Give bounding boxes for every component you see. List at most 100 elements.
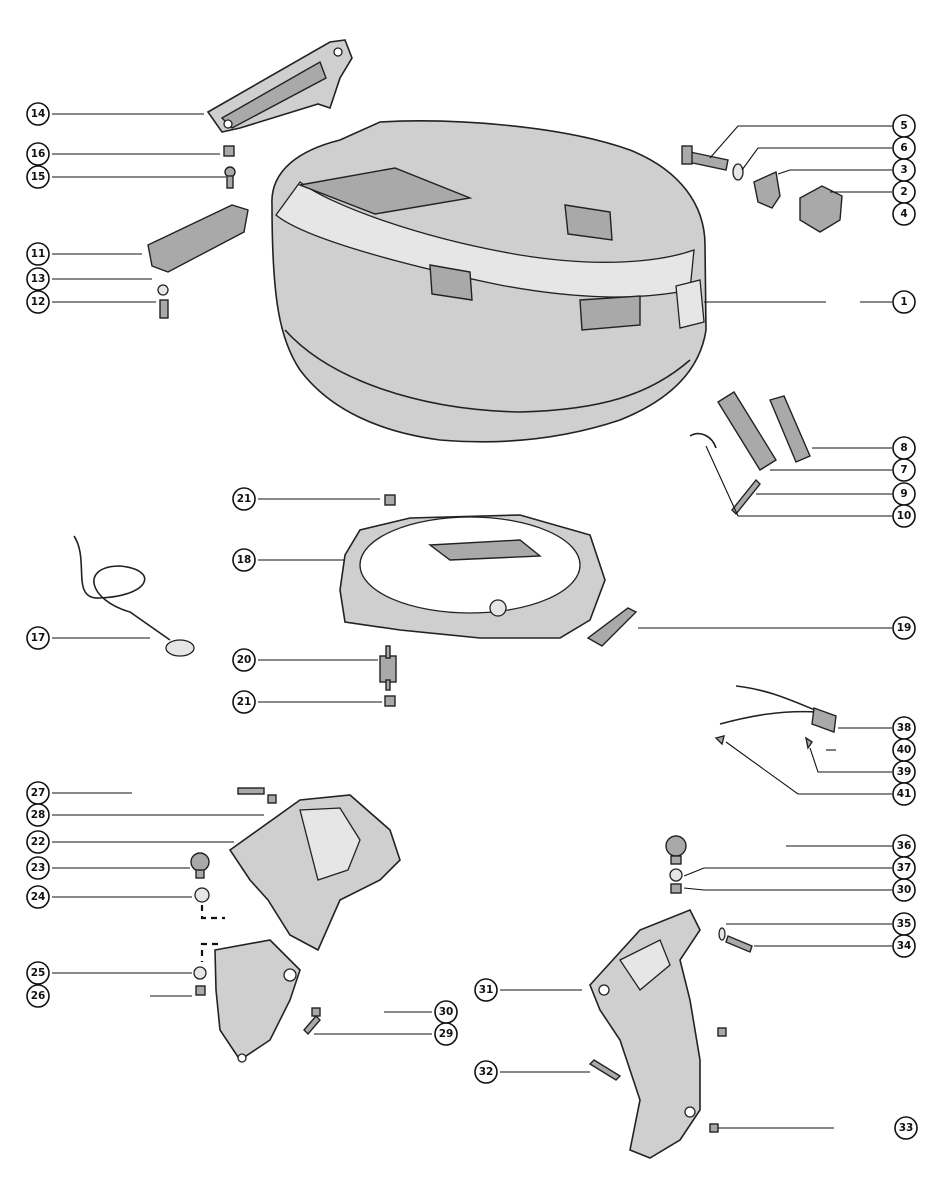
callout-28-label: 28 bbox=[31, 809, 46, 821]
lockwasher-part bbox=[732, 163, 744, 181]
callout-24-label: 24 bbox=[31, 891, 46, 903]
nut-part bbox=[267, 794, 277, 804]
callout-36-label: 36 bbox=[897, 840, 912, 852]
dashed-line bbox=[200, 905, 225, 920]
callout-39: 38 bbox=[892, 716, 916, 740]
callout-25-label: 25 bbox=[31, 967, 46, 979]
callout-5-label: 5 bbox=[900, 120, 907, 132]
callout-33-label: 33 bbox=[899, 1122, 914, 1134]
callout-30-left-label: 30 bbox=[439, 1006, 454, 1018]
callout-1-label: 1 bbox=[900, 296, 907, 308]
callout-12-label: 12 bbox=[31, 296, 46, 308]
callout-7: 7 bbox=[892, 458, 916, 482]
callout-31: 31 bbox=[474, 978, 498, 1002]
callout-8: 8 bbox=[892, 436, 916, 460]
callout-17: 17 bbox=[26, 626, 50, 650]
callout-4: 4 bbox=[892, 202, 916, 226]
callout-13-label: 13 bbox=[31, 273, 46, 285]
callout-31-label: 31 bbox=[479, 984, 494, 996]
callout-15: 15 bbox=[26, 165, 50, 189]
callout-1: 1 bbox=[892, 290, 916, 314]
callout-41: 40 bbox=[892, 738, 916, 762]
callout-42-label: 41 bbox=[897, 788, 912, 800]
washer-part bbox=[669, 868, 683, 882]
callout-39-label: 38 bbox=[897, 722, 912, 734]
screw-part bbox=[224, 166, 236, 189]
washer-part bbox=[193, 966, 207, 980]
callout-36: 36 bbox=[892, 834, 916, 858]
callout-5: 5 bbox=[892, 114, 916, 138]
callout-13: 13 bbox=[26, 267, 50, 291]
callout-9: 9 bbox=[892, 482, 916, 506]
callout-3: 3 bbox=[892, 158, 916, 182]
callout-16: 16 bbox=[26, 142, 50, 166]
callout-30-left: 30 bbox=[434, 1000, 458, 1024]
callout-21-bottom: 21 bbox=[232, 690, 256, 714]
lower-bracket-part bbox=[214, 794, 401, 1063]
cowl-part bbox=[271, 120, 707, 443]
callout-6-label: 6 bbox=[900, 142, 907, 154]
callout-30-right-label: 30 bbox=[897, 884, 912, 896]
bracket-part bbox=[206, 39, 353, 133]
callout-4-label: 4 bbox=[900, 208, 907, 220]
callout-3-label: 3 bbox=[900, 164, 907, 176]
callout-22-label: 22 bbox=[31, 836, 46, 848]
knob-part bbox=[665, 835, 687, 865]
washer-part bbox=[194, 887, 210, 903]
callout-22: 22 bbox=[26, 830, 50, 854]
rubber-mount-part bbox=[379, 645, 397, 691]
callout-10-label: 10 bbox=[897, 510, 912, 522]
wiring-harness-part bbox=[714, 685, 837, 750]
callout-29: 29 bbox=[434, 1022, 458, 1046]
callout-11-label: 11 bbox=[31, 248, 46, 260]
callout-29-label: 29 bbox=[439, 1028, 454, 1040]
screw-part bbox=[159, 299, 169, 319]
callout-23: 23 bbox=[26, 856, 50, 880]
callout-2-label: 2 bbox=[900, 186, 907, 198]
callout-41-label: 40 bbox=[897, 744, 912, 756]
callout-19-label: 19 bbox=[897, 622, 912, 634]
washer-part bbox=[718, 927, 726, 941]
callout-20: 20 bbox=[232, 648, 256, 672]
bolt-part bbox=[237, 787, 265, 795]
callout-26: 26 bbox=[26, 984, 50, 1008]
callout-6: 6 bbox=[892, 136, 916, 160]
callout-34-label: 34 bbox=[897, 940, 912, 952]
grip-pad-part bbox=[147, 204, 249, 273]
nut-part bbox=[311, 1007, 321, 1017]
callout-25: 25 bbox=[26, 961, 50, 985]
callout-37: 37 bbox=[892, 856, 916, 880]
callout-8-label: 8 bbox=[900, 442, 907, 454]
callout-14-label: 14 bbox=[31, 108, 46, 120]
flywheel-cover-part bbox=[339, 514, 606, 639]
callout-18-label: 18 bbox=[237, 554, 252, 566]
callout-32: 32 bbox=[474, 1060, 498, 1084]
cable-part bbox=[73, 535, 195, 657]
callout-35: 35 bbox=[892, 912, 916, 936]
callout-35-label: 35 bbox=[897, 918, 912, 930]
nut-part bbox=[223, 145, 235, 157]
callout-7-label: 7 bbox=[900, 464, 907, 476]
knob-part bbox=[190, 852, 210, 879]
bolt-part bbox=[681, 145, 729, 171]
callout-27-label: 27 bbox=[31, 787, 46, 799]
callout-32-label: 32 bbox=[479, 1066, 494, 1078]
callout-14: 14 bbox=[26, 102, 50, 126]
callout-21-top-label: 21 bbox=[237, 493, 252, 505]
nut-part bbox=[670, 883, 682, 894]
callout-15-label: 15 bbox=[31, 171, 46, 183]
callout-11: 11 bbox=[26, 242, 50, 266]
bolt-part bbox=[725, 935, 753, 953]
callout-17-label: 17 bbox=[31, 632, 46, 644]
callout-24: 24 bbox=[26, 885, 50, 909]
swivel-bracket-part bbox=[589, 908, 701, 1159]
callout-18: 18 bbox=[232, 548, 256, 572]
callout-19: 19 bbox=[892, 616, 916, 640]
nut-part bbox=[717, 1027, 727, 1037]
clip-part bbox=[586, 607, 638, 647]
callout-16-label: 16 bbox=[31, 148, 46, 160]
nut-part bbox=[384, 494, 396, 506]
callout-27: 27 bbox=[26, 781, 50, 805]
callout-40-label: 39 bbox=[897, 766, 912, 778]
